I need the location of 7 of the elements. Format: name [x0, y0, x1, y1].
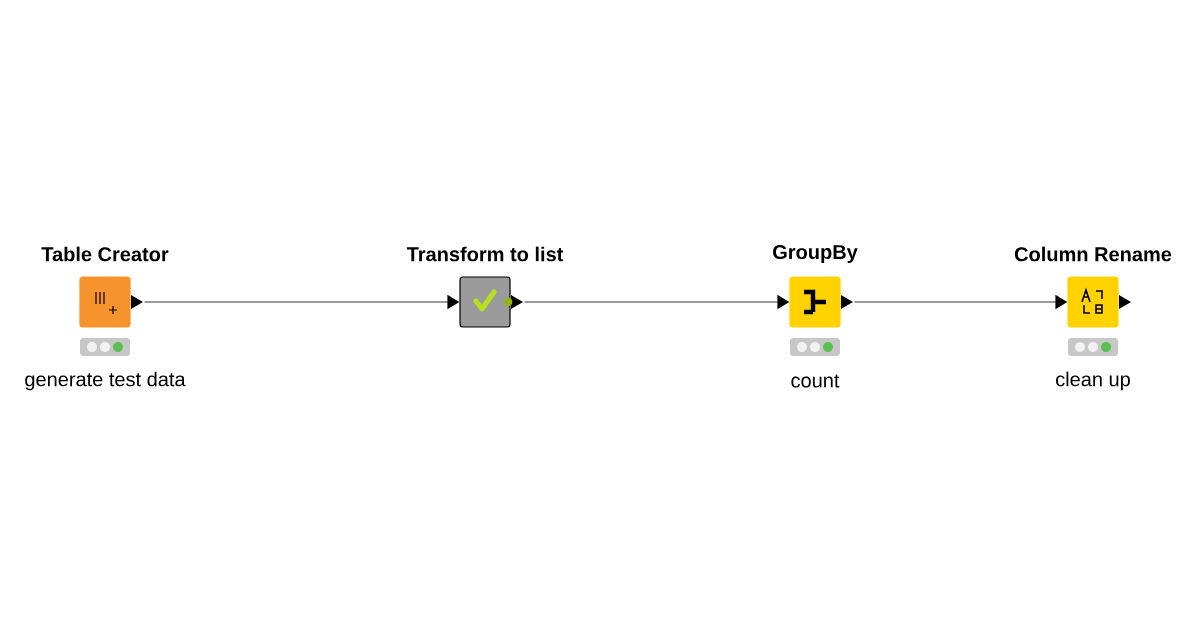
node-title: Transform to list	[406, 246, 564, 262]
node-caption: generate test data	[25, 371, 186, 391]
node-caption: clean up	[1056, 371, 1130, 391]
node-title: GroupBy	[773, 244, 858, 264]
node-title: Column Rename	[1014, 246, 1172, 262]
node-caption: count	[791, 374, 840, 388]
node-title: Table Creator	[41, 246, 169, 262]
